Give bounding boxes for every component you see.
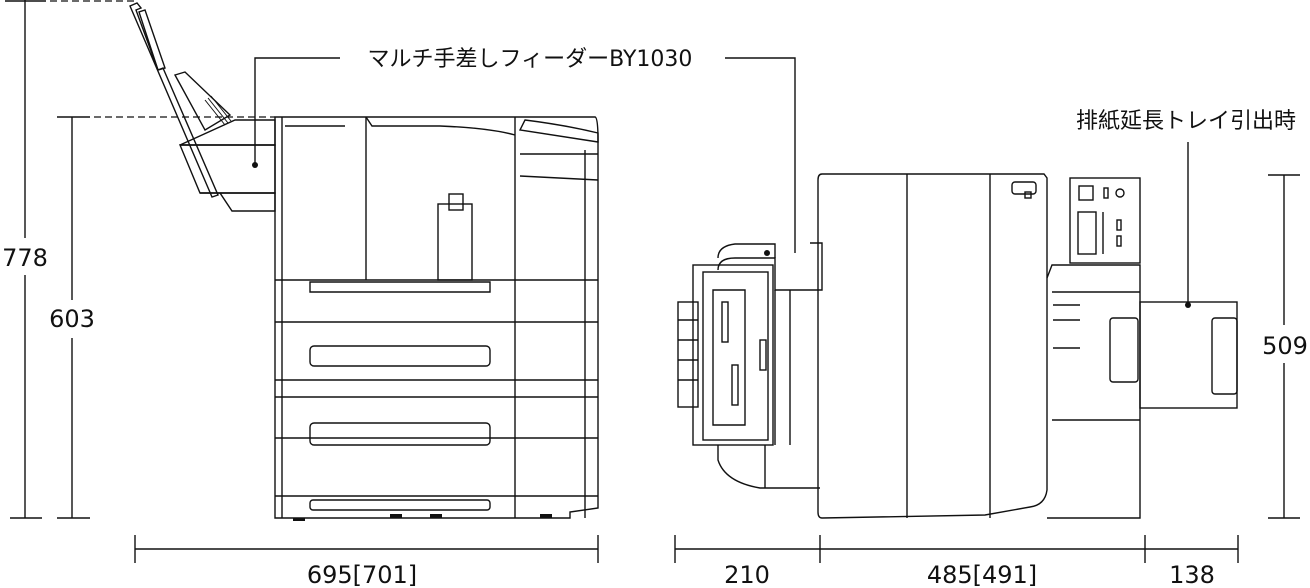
printer-front-view: [129, 2, 599, 521]
dimension-603: 603: [49, 116, 275, 519]
printer-side-view: [677, 173, 1238, 519]
output-tray-callout: 排紙延長トレイ引出時: [1076, 109, 1296, 305]
dimension-label-778: 778: [2, 244, 48, 272]
feeder-label: マルチ手差しフィーダーBY1030: [368, 47, 693, 72]
dimension-695: 695[701]: [134, 535, 599, 588]
dimension-label-138: 138: [1169, 561, 1215, 588]
feeder-callout: マルチ手差しフィーダーBY1030: [254, 47, 796, 253]
dimension-label-210: 210: [724, 561, 770, 588]
output-tray-label: 排紙延長トレイ引出時: [1076, 109, 1296, 134]
dimension-label-695: 695[701]: [307, 561, 417, 588]
dimension-label-485: 485[491]: [927, 561, 1037, 588]
dimension-509: 509: [1262, 174, 1308, 519]
dimension-label-509: 509: [1262, 332, 1308, 360]
dimension-label-603: 603: [49, 305, 95, 333]
dimension-778: 778: [2, 0, 135, 519]
dimension-side-depth: 210 485[491] 138: [674, 535, 1239, 588]
